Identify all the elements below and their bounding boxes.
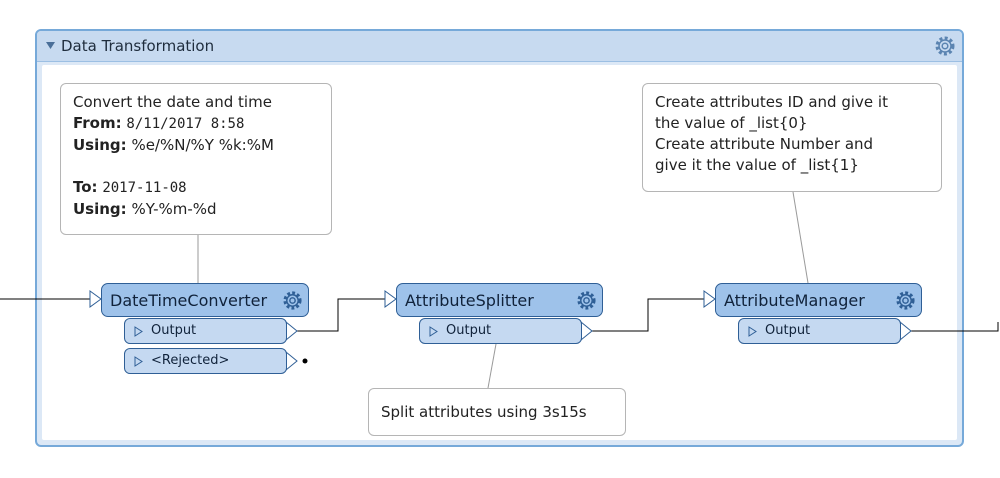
transformer-name: AttributeManager (724, 291, 865, 310)
annotation-line: Create attributes ID and give it (655, 93, 888, 111)
annotation-line: Using: %Y-%m-%d (73, 199, 319, 220)
collapse-icon[interactable] (45, 41, 56, 50)
annotation-key: To: (73, 178, 98, 196)
rejected-port[interactable]: <Rejected> (124, 348, 287, 374)
annotation-attrmgr[interactable]: Create attributes ID and give it the val… (642, 83, 942, 192)
annotation-line: Split attributes using 3s15s (381, 403, 587, 421)
annotation-value: %e/%N/%Y %k:%M (131, 136, 274, 154)
port-label: Output (765, 323, 811, 338)
annotation-blank-line (73, 156, 319, 177)
annotation-line: From: 8/11/2017 8:58 (73, 113, 319, 135)
output-port[interactable]: Output (419, 318, 582, 344)
annotation-line: To: 2017-11-08 (73, 177, 319, 199)
transformer-name: DateTimeConverter (110, 291, 268, 310)
annotation-value: 8/11/2017 8:58 (126, 116, 245, 132)
triangle-right-icon (134, 356, 143, 367)
port-label: Output (151, 323, 197, 338)
gear-icon[interactable] (576, 290, 597, 311)
annotation-line: give it the value of _list{1} (655, 156, 859, 174)
port-label: Output (446, 323, 492, 338)
bookmark-title: Data Transformation (61, 37, 215, 55)
annotation-splitter[interactable]: Split attributes using 3s15s (368, 388, 626, 436)
annotation-line: the value of _list{0} (655, 114, 808, 132)
output-port[interactable]: Output (738, 318, 901, 344)
annotation-key: Using: (73, 200, 127, 218)
gear-icon[interactable] (895, 290, 916, 311)
annotation-line: Create attribute Number and (655, 135, 874, 153)
transformer-attributesplitter[interactable]: AttributeSplitter (396, 283, 603, 317)
triangle-right-icon (748, 326, 757, 337)
transformer-datetimeconverter[interactable]: DateTimeConverter (101, 283, 309, 317)
annotation-datetime[interactable]: Convert the date and time From: 8/11/201… (60, 83, 332, 235)
annotation-line: Using: %e/%N/%Y %k:%M (73, 135, 319, 156)
annotation-value: 2017-11-08 (102, 180, 187, 196)
triangle-right-icon (429, 326, 438, 337)
annotation-value: %Y-%m-%d (131, 200, 217, 218)
annotation-key: Using: (73, 136, 127, 154)
gear-icon[interactable] (934, 35, 956, 57)
output-port[interactable]: Output (124, 318, 287, 344)
annotation-key: From: (73, 114, 122, 132)
port-label: <Rejected> (151, 353, 230, 368)
bookmark-header[interactable]: Data Transformation (37, 31, 962, 62)
gear-icon[interactable] (282, 290, 303, 311)
transformer-attributemanager[interactable]: AttributeManager (715, 283, 922, 317)
annotation-line: Convert the date and time (73, 93, 272, 111)
transformer-name: AttributeSplitter (405, 291, 534, 310)
triangle-right-icon (134, 326, 143, 337)
